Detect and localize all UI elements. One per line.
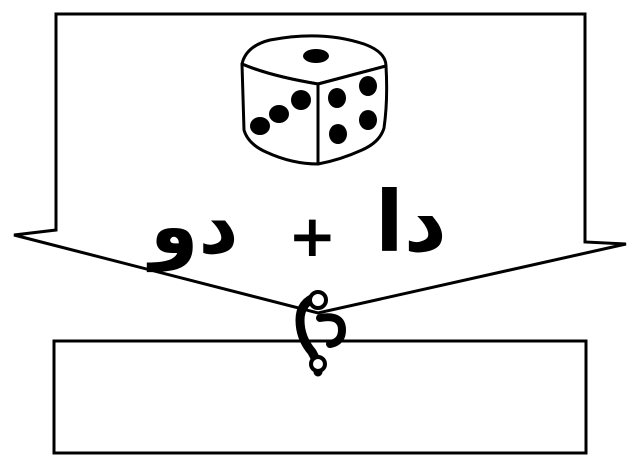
dice-icon bbox=[242, 36, 387, 164]
syllable-left: دو bbox=[150, 188, 239, 266]
plus-operator: + bbox=[288, 207, 337, 265]
syllable-right: دا bbox=[375, 180, 447, 264]
